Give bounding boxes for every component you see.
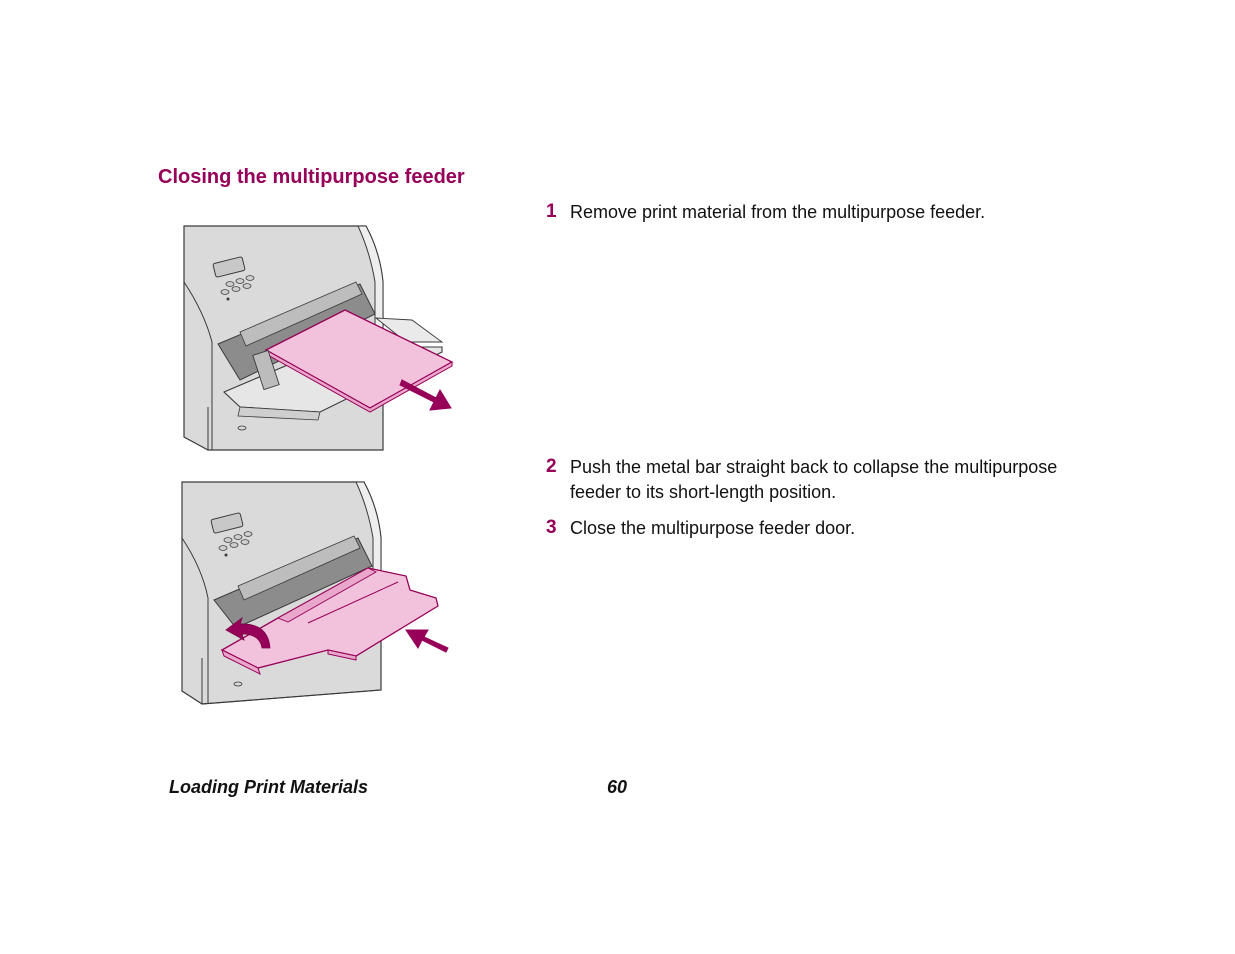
page-heading: Closing the multipurpose feeder: [158, 166, 465, 188]
illustration-collapse-feeder: [181, 481, 449, 705]
illustration-remove-paper: [183, 225, 454, 451]
step-1: 1 Remove print material from the multipu…: [546, 200, 1106, 225]
footer-section-title: Loading Print Materials: [169, 777, 369, 797]
step-number: 2: [546, 456, 557, 477]
close-door-arrow: [225, 616, 271, 649]
step-2: 2 Push the metal bar straight back to co…: [546, 455, 1106, 505]
step-text: Remove print material from the multipurp…: [570, 202, 986, 222]
step-text: Push the metal bar straight back to coll…: [570, 457, 1058, 502]
step-text: Close the multipurpose feeder door.: [570, 518, 856, 538]
step-number: 1: [546, 201, 557, 222]
push-arrow: [405, 629, 449, 653]
footer-page-number: 60: [607, 777, 628, 797]
step-3: 3 Close the multipurpose feeder door.: [546, 516, 1106, 541]
pull-arrow: [399, 379, 452, 411]
step-number: 3: [546, 517, 557, 538]
